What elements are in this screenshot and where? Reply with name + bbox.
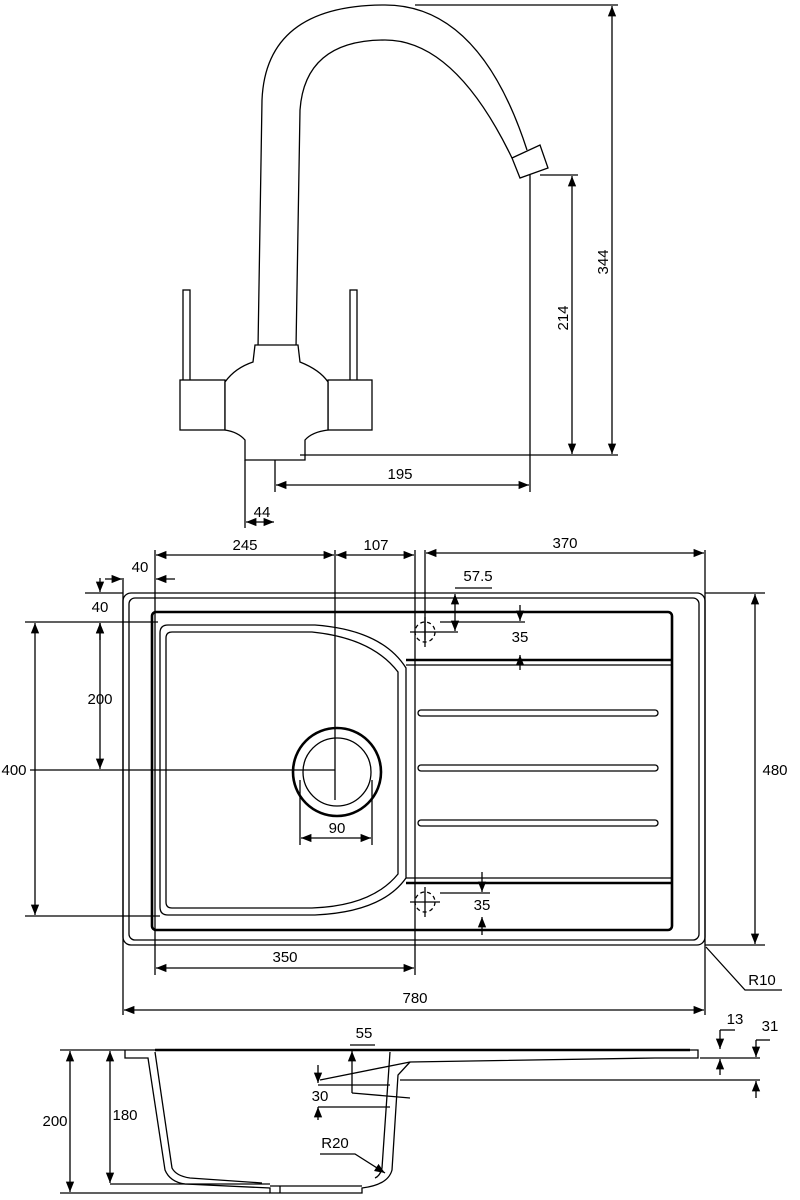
dim-35-bottom: 35 [474,897,491,914]
drainer-groove [417,819,659,827]
left-lever [182,289,191,383]
faucet-dimensions: 344 214 195 44 [244,4,618,528]
dim-44: 44 [254,504,271,521]
dim-400: 400 [1,762,26,779]
dim-55: 55 [356,1025,373,1042]
dim-214: 214 [555,305,572,330]
dim-r10: R10 [748,972,776,989]
dim-r20: R20 [321,1135,349,1152]
dim-13: 13 [727,1011,744,1028]
section-outer [124,1050,411,1194]
dim-245: 245 [232,537,257,554]
sink-plan-dimensions: 245 107 370 40 40 57.5 35 200 400 480 90 [1,535,788,1015]
dim-31: 31 [762,1018,779,1035]
left-handle [179,379,226,431]
dim-57-5: 57.5 [463,568,492,585]
dim-780: 780 [402,990,427,1007]
sink-section [124,1048,699,1194]
dim-107: 107 [363,537,388,554]
dim-200-section: 200 [42,1113,67,1130]
drainer-groove [417,709,659,717]
dim-344: 344 [595,249,612,274]
right-handle [327,379,373,431]
drain-inner [302,737,372,807]
dim-180: 180 [112,1107,137,1124]
right-lever [349,289,358,383]
faucet-body [224,344,329,461]
dim-200-plan: 200 [87,691,112,708]
dim-40-vertical: 40 [92,599,109,616]
dim-30: 30 [312,1088,329,1105]
drainer-groove [417,764,659,772]
sink-section-dimensions: 55 30 13 31 200 180 R20 [42,1011,779,1194]
bowl-outline [159,624,407,916]
faucet-elevation [179,4,549,461]
spout-outer [257,4,528,349]
dim-35-top: 35 [512,629,529,646]
dim-350: 350 [272,949,297,966]
dim-195: 195 [387,466,412,483]
dim-90: 90 [329,820,346,837]
dim-480: 480 [762,762,787,779]
spout-inner [295,39,513,349]
drain-outer [291,726,383,818]
dim-370: 370 [552,535,577,552]
sink-plan [122,592,706,946]
dim-40-horizontal: 40 [132,559,149,576]
spout-nozzle [511,144,549,179]
